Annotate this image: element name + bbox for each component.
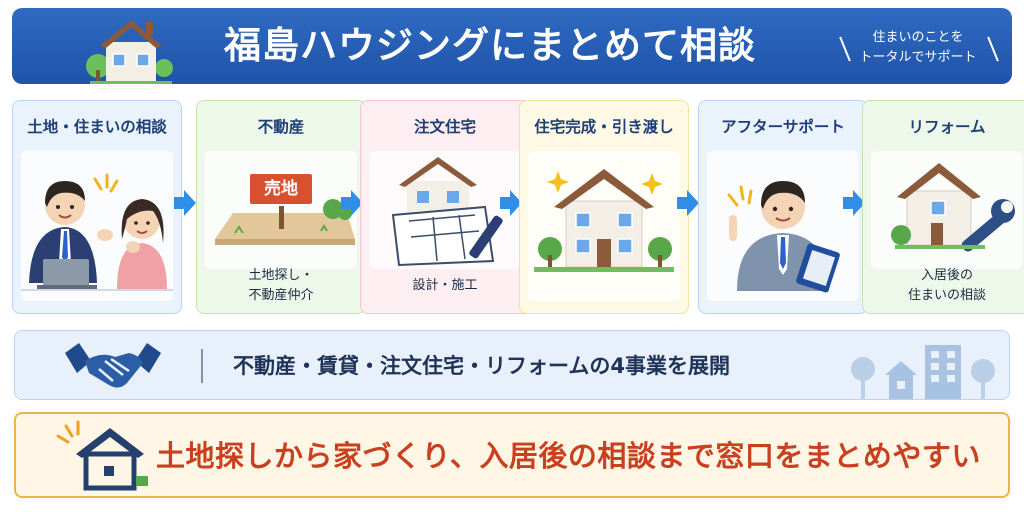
page-title: 福島ハウジングにまとめて相談 [224, 24, 756, 67]
step-caption-line-2: 不動産仲介 [248, 288, 314, 303]
arrow-right-icon [677, 190, 699, 216]
step-title: 土地・住まいの相談 [27, 118, 167, 136]
one-stop-banner: 土地探しから家づくり、入居後の相談まで窓口をまとめやすい [14, 412, 1010, 498]
land-sign-label: 売地 [264, 179, 298, 199]
step-custom-home: 注文住宅 設計・施工 [360, 100, 530, 314]
tagline-line-1: 住まいのことを [872, 30, 964, 45]
house-icon [86, 20, 173, 84]
step-illustration [871, 151, 1023, 269]
home-icon [56, 420, 148, 491]
step-illustration [21, 151, 173, 301]
house-wrench-icon [891, 163, 1015, 252]
step-completion-handover: 住宅完成・引き渡し [519, 100, 689, 314]
support-staff-icon [727, 181, 840, 293]
step-title: 不動産 [257, 118, 305, 136]
consultation-people-icon [21, 173, 173, 291]
step-title: リフォーム [908, 118, 986, 136]
step-illustration: 売地 [205, 151, 357, 269]
completed-house-icon [534, 169, 674, 272]
step-real-estate: 不動産 売地 土地探し・ 不動産仲介 [196, 100, 366, 314]
arrow-right-icon [843, 190, 865, 216]
arrow-right-icon [341, 190, 363, 216]
business-text: 不動産・賃貸・注文住宅・リフォームの4事業を展開 [233, 354, 730, 378]
step-caption-line-2: 住まいの相談 [907, 288, 986, 303]
header-tagline: 住まいのことを トータルでサポート [839, 28, 999, 68]
tagline-line-2: トータルでサポート [859, 50, 977, 65]
arrow-right-icon [500, 190, 522, 216]
blueprint-house-icon [391, 157, 503, 267]
step-after-support: アフターサポート [698, 100, 868, 314]
step-title: 注文住宅 [413, 118, 476, 136]
one-stop-message: 土地探しから家づくり、入居後の相談まで窓口をまとめやすい [156, 439, 981, 473]
step-illustration [369, 151, 521, 269]
step-caption-line-1: 設計・施工 [412, 278, 478, 293]
tagline-slash-right [987, 36, 999, 62]
tagline-slash-left [839, 36, 851, 62]
step-illustration [528, 151, 680, 301]
land-for-sale-icon [215, 172, 355, 245]
arrow-right-icon [174, 190, 196, 216]
divider [201, 349, 203, 383]
header-banner: 福島ハウジングにまとめて相談 住まいのことを トータルでサポート [12, 8, 1012, 84]
step-title: アフターサポート [721, 118, 845, 136]
step-caption-line-1: 土地探し・ [248, 268, 314, 283]
step-illustration [707, 151, 859, 301]
step-title: 住宅完成・引き渡し [534, 118, 674, 136]
step-renovation: リフォーム 入居後の 住まいの相談 [862, 100, 1024, 314]
business-banner: 不動産・賃貸・注文住宅・リフォームの4事業を展開 [14, 330, 1010, 400]
step-caption-line-1: 入居後の [920, 268, 973, 283]
handshake-icon [65, 343, 161, 388]
townscape-icon [851, 345, 995, 399]
step-consultation: 土地・住まいの相談 [12, 100, 182, 314]
